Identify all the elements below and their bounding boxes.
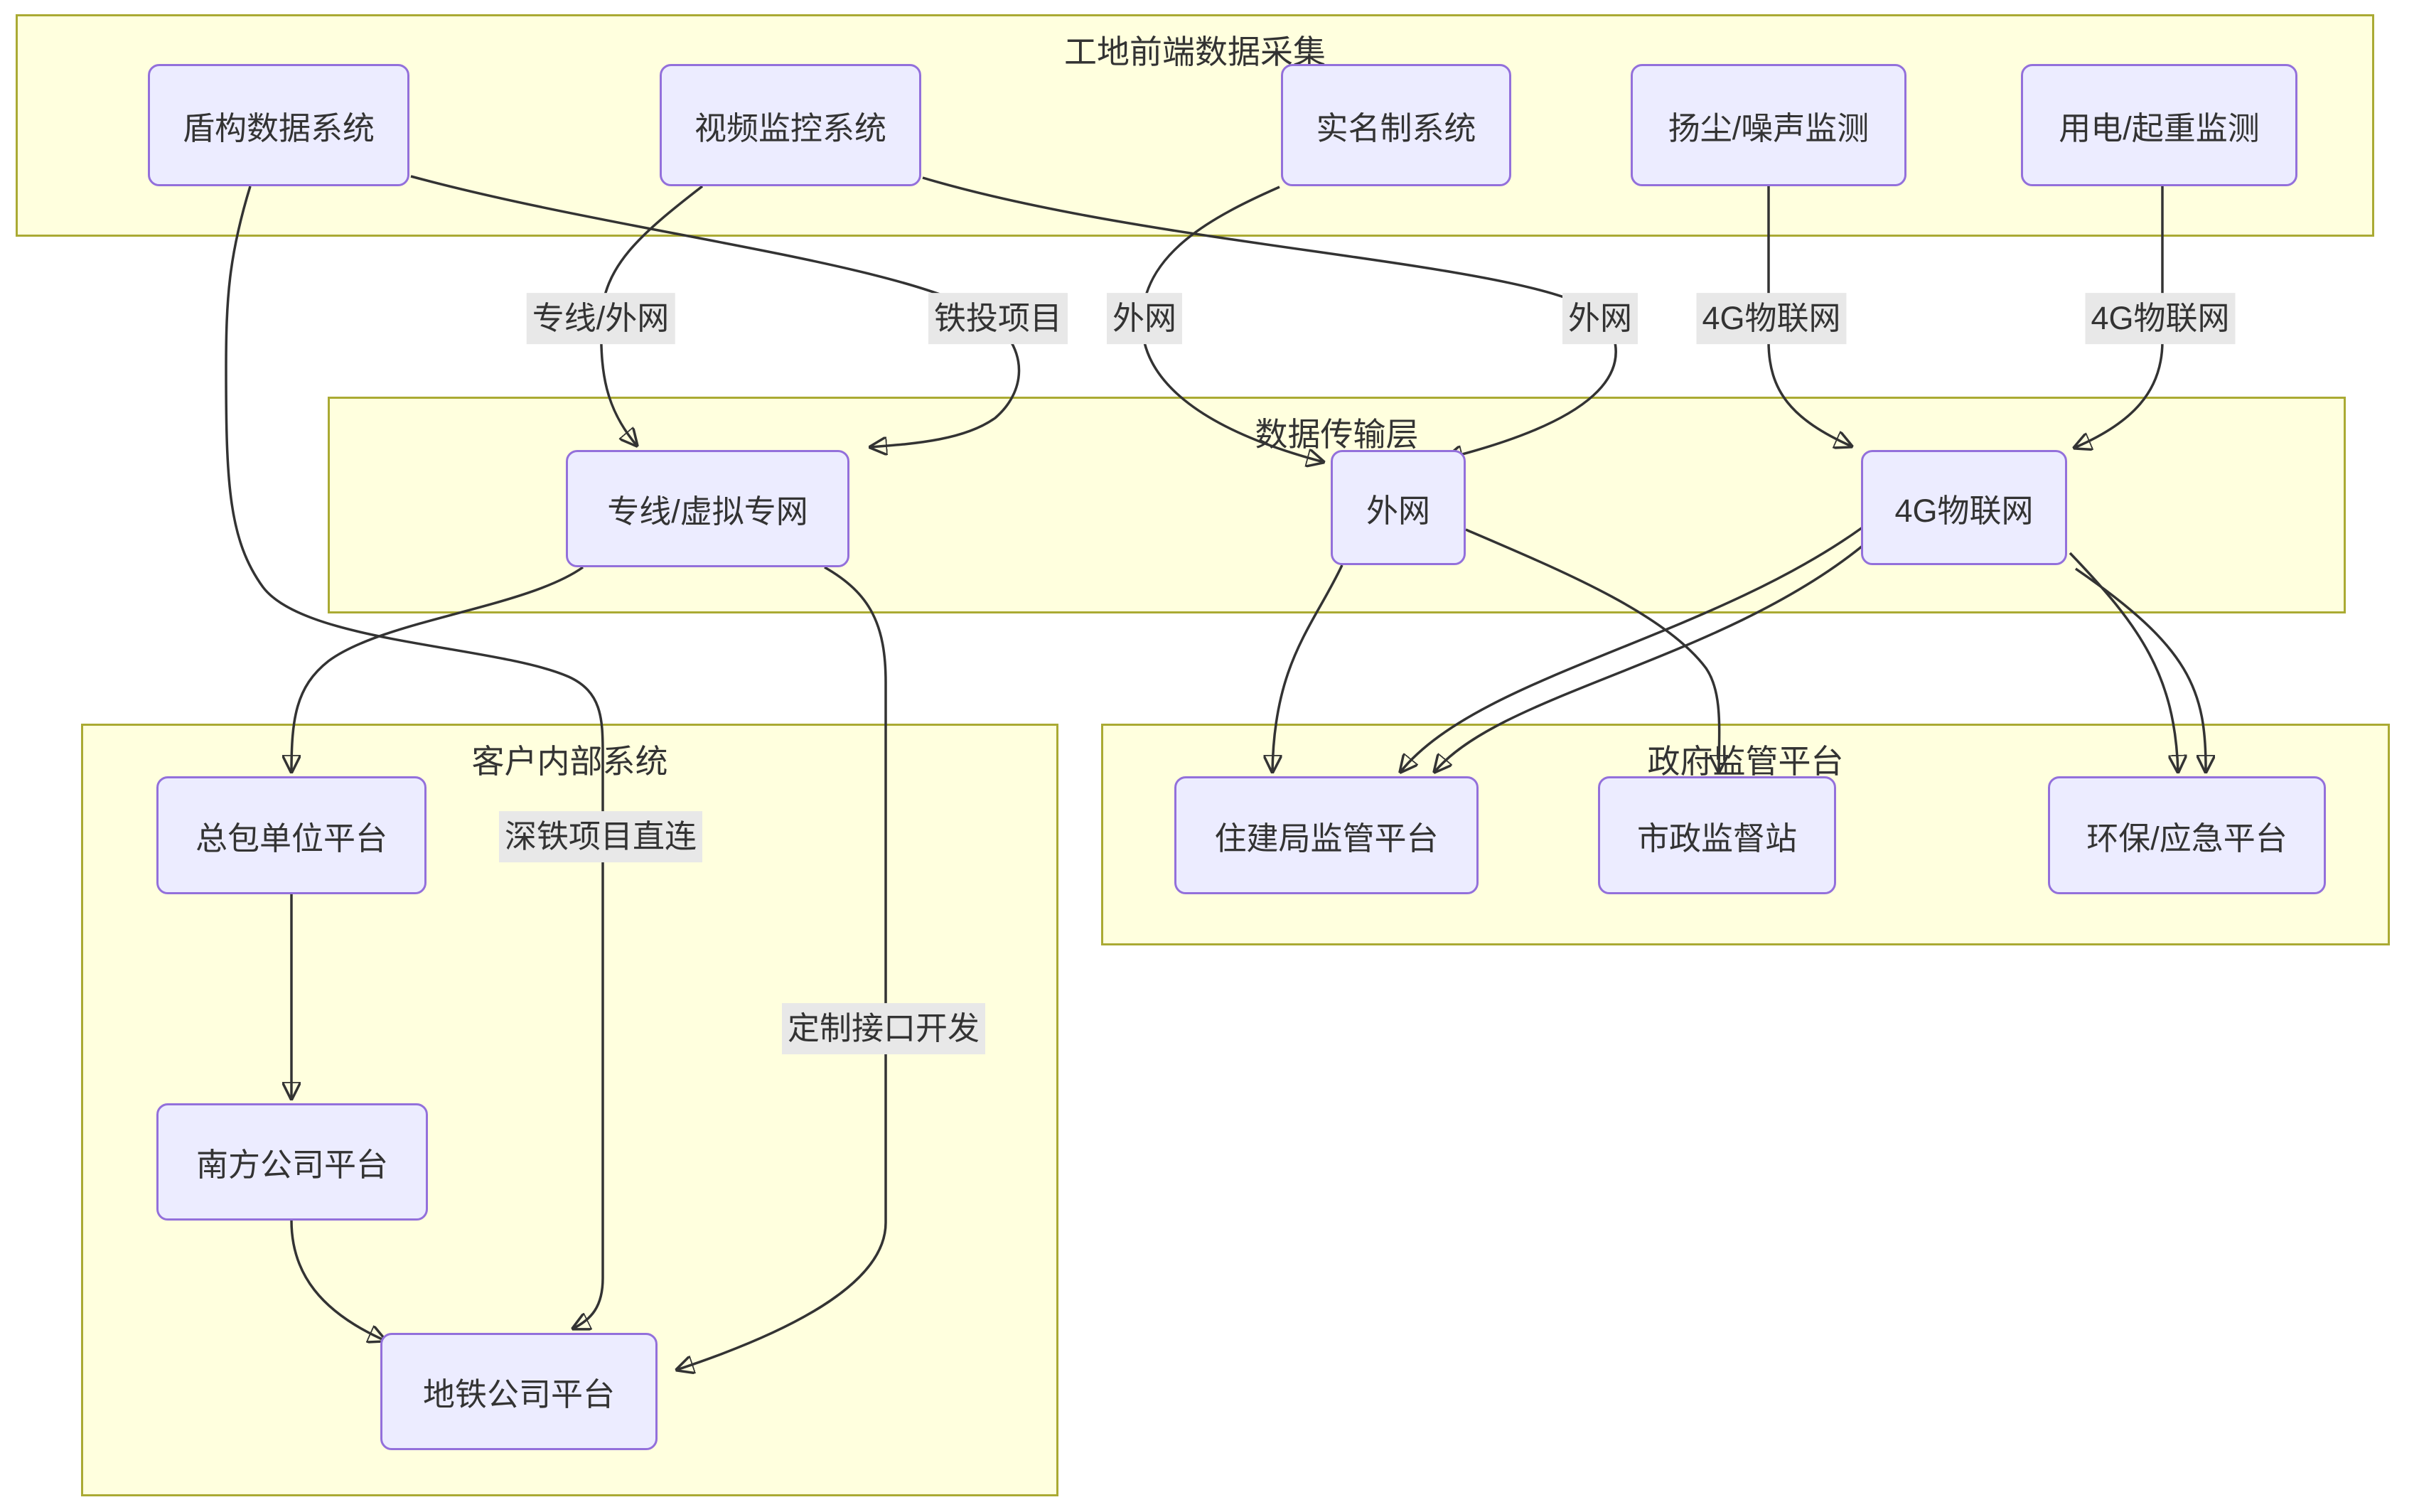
node-municipal-supervision-station: 市政监督站	[1598, 776, 1836, 894]
edge-south-to-metro	[290, 1220, 385, 1341]
edge-vpn-to-metro	[677, 566, 887, 1370]
node-housing-bureau-supervision-platform: 住建局监管平台	[1174, 776, 1479, 894]
edge-dust-to-iot	[1767, 186, 1852, 446]
cluster-title-transport: 数据传输层	[1255, 416, 1419, 453]
node-shield-tunneling-data-system: 盾构数据系统	[148, 64, 409, 186]
node-real-name-system: 实名制系统	[1281, 64, 1511, 186]
edge-iot-to-env-1	[2069, 552, 2178, 772]
edge-iot-to-housing-2	[1434, 545, 1864, 772]
cluster-title-government: 政府监管平台	[1647, 743, 1844, 780]
edge-label-shentie-direct-connect: 深铁项目直连	[498, 811, 703, 862]
edge-label-rail-investment-project: 铁投项目	[928, 293, 1068, 344]
edge-label-custom-interface-dev: 定制接口开发	[781, 1003, 986, 1054]
edge-power-to-iot	[2074, 186, 2164, 448]
node-general-contractor-platform: 总包单位平台	[156, 776, 427, 894]
node-electricity-crane-monitoring: 用电/起重监测	[2021, 64, 2297, 186]
edge-label-extranet-left: 外网	[1106, 293, 1183, 344]
node-extranet: 外网	[1331, 450, 1466, 565]
node-dust-noise-monitoring: 扬尘/噪声监测	[1631, 64, 1906, 186]
node-4g-iot: 4G物联网	[1861, 450, 2067, 565]
edge-label-4g-iot-left: 4G物联网	[1696, 293, 1847, 344]
node-video-surveillance-system: 视频监控系统	[660, 64, 921, 186]
edge-extranet-to-municipal	[1465, 528, 1720, 772]
node-metro-company-platform: 地铁公司平台	[380, 1333, 658, 1450]
edge-iot-to-housing-1	[1400, 526, 1864, 772]
edge-vpn-to-contractor	[291, 566, 584, 772]
edge-shield-to-metro	[225, 186, 604, 1329]
edge-label-extranet-right: 外网	[1562, 293, 1638, 344]
node-south-company-platform: 南方公司平台	[156, 1103, 428, 1221]
node-env-emergency-platform: 环保/应急平台	[2048, 776, 2326, 894]
cluster-title-frontend: 工地前端数据采集	[1064, 33, 1326, 70]
edge-label-dedicated-line-extranet: 专线/外网	[526, 293, 675, 344]
edge-label-4g-iot-right: 4G物联网	[2085, 293, 2236, 344]
edge-extranet-to-housing	[1272, 564, 1343, 772]
edge-iot-to-env-2	[2075, 567, 2206, 772]
cluster-title-client: 客户内部系统	[471, 743, 668, 780]
node-dedicated-line-vpn: 专线/虚拟专网	[566, 450, 849, 567]
